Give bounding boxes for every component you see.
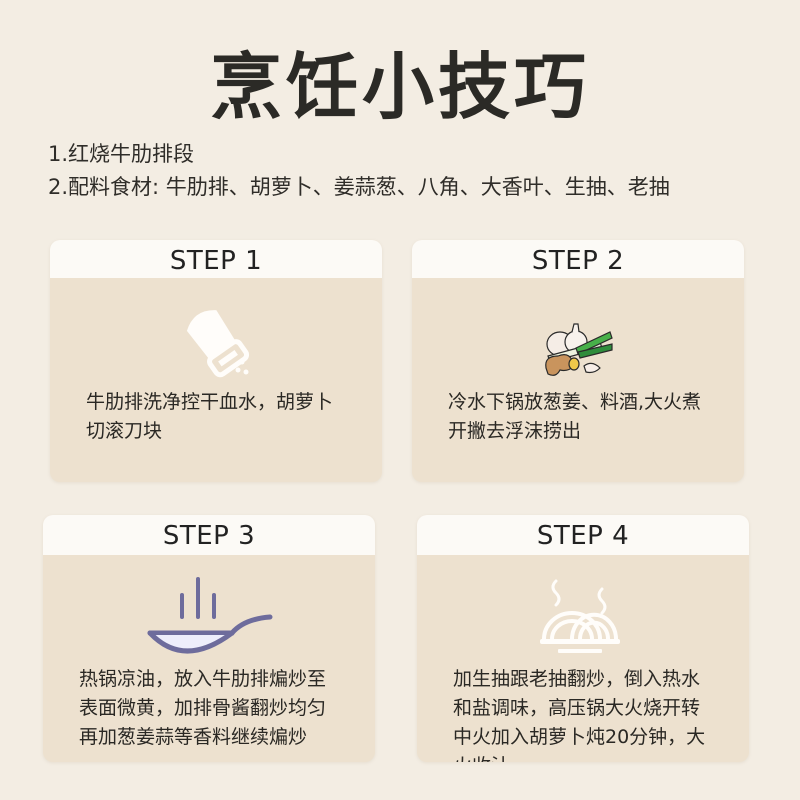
salt-shaker-icon bbox=[50, 278, 382, 388]
page-title: 烹饪小技巧 bbox=[209, 45, 590, 129]
intro-dish-name: 1.红烧牛肋排段 bbox=[48, 142, 195, 166]
step-description: 热锅凉油，放入牛肋排煸炒至表面微黄，加排骨酱翻炒均匀再加葱姜蒜等香料继续煸炒 bbox=[79, 668, 327, 748]
steaming-noodles-icon bbox=[417, 555, 749, 665]
step-card-3: STEP 3 热锅凉油，放入牛肋排煸炒至表面微黄，加排骨酱翻炒均匀再加葱姜蒜等香… bbox=[43, 515, 375, 762]
frying-pan-icon bbox=[43, 555, 375, 665]
step-card-4: STEP 4 加生抽跟老抽翻炒，倒入热水和盐调味，高压锅大火烧开转中火加入胡萝卜… bbox=[417, 515, 749, 762]
step-label: STEP 4 bbox=[417, 515, 749, 555]
intro-ingredients: 2.配料食材: 牛肋排、胡萝卜、姜蒜葱、八角、大香叶、生抽、老抽 bbox=[48, 175, 670, 199]
intro: 1.红烧牛肋排段 2.配料食材: 牛肋排、胡萝卜、姜蒜葱、八角、大香叶、生抽、老… bbox=[48, 138, 670, 204]
step-description: 加生抽跟老抽翻炒，倒入热水和盐调味，高压锅大火烧开转中火加入胡萝卜炖20分钟，大… bbox=[453, 668, 706, 762]
step-label: STEP 1 bbox=[50, 240, 382, 278]
step-card-2: STEP 2 冷水下锅放葱姜、料酒,大火煮开撇去浮沫捞出 bbox=[412, 240, 744, 482]
step-label: STEP 2 bbox=[412, 240, 744, 278]
step-card-1: STEP 1 牛肋排洗净控干血水，胡萝卜切滚刀块 bbox=[50, 240, 382, 482]
step-label: STEP 3 bbox=[43, 515, 375, 555]
step-description: 冷水下锅放葱姜、料酒,大火煮开撇去浮沫捞出 bbox=[448, 391, 702, 442]
scallion-ginger-garlic-icon bbox=[412, 278, 744, 388]
step-description: 牛肋排洗净控干血水，胡萝卜切滚刀块 bbox=[86, 391, 334, 442]
